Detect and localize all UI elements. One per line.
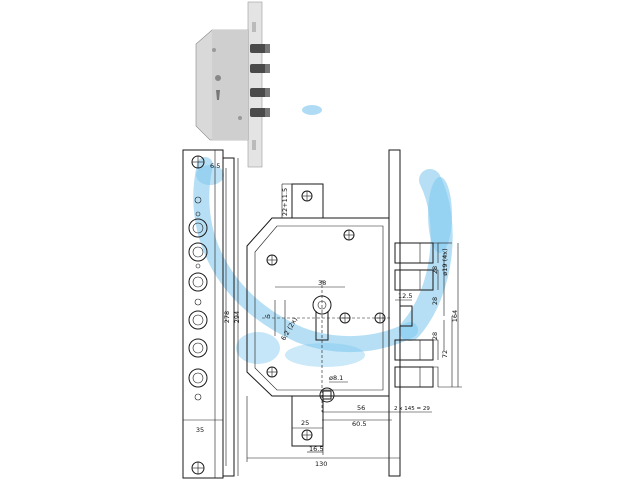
dim-outer-height: 294 <box>233 311 241 323</box>
dim-inner-height: 278 <box>223 311 231 323</box>
front-view: 22+11.5 ø19 (4x) 28 28 28 72 164 12.5 38… <box>246 183 462 468</box>
side-bolt-holes <box>188 218 208 401</box>
dim-cylinder-center: 38 <box>318 279 326 287</box>
dim-bottom-tab: 25 <box>301 419 309 427</box>
dim-top-tab: 22+11.5 <box>281 188 289 216</box>
dim-backset-1: 56 <box>357 404 365 412</box>
dim-side-width: 35 <box>196 426 204 434</box>
lock-product-photo <box>195 1 270 168</box>
dim-bolt-spacing-3: 28 <box>431 332 439 340</box>
dim-overall-width: 130 <box>315 460 327 468</box>
dim-bolt-spacing-2: 28 <box>431 297 439 305</box>
spindle-hub <box>319 387 335 403</box>
watermark-logo <box>193 105 453 367</box>
dim-small-offset: 5 <box>264 314 272 318</box>
dim-bolt-spacing-1: 28 <box>431 266 439 274</box>
dim-overall-height: 164 <box>451 310 459 322</box>
dim-spindle-diameter: ø8.1 <box>329 374 343 382</box>
faceplate <box>388 149 401 477</box>
dim-top-offset: 6.5 <box>210 162 220 170</box>
dim-lower-offset: 72 <box>441 350 449 358</box>
dim-bottom-offset: 16.5 <box>309 445 323 453</box>
dim-bolt-diameter: ø19 (4x) <box>441 248 449 275</box>
dim-cam-offset: 12.5 <box>398 292 412 300</box>
dimension-lines <box>246 183 462 462</box>
dim-spindle-square: 2 x 145 = 29 <box>394 406 430 412</box>
side-screw-holes <box>191 155 205 475</box>
side-view: 294 278 35 6.5 <box>182 149 241 479</box>
dim-backset-2: 60.5 <box>352 420 366 428</box>
